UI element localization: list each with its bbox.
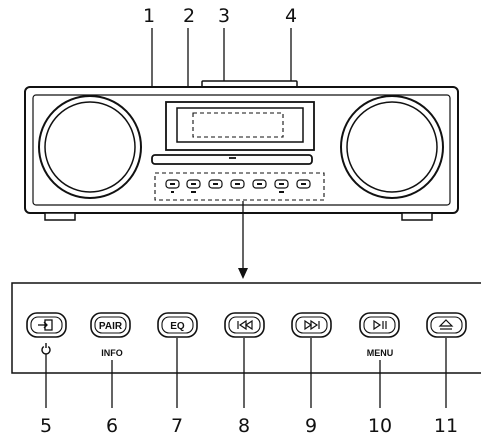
prev-button [224,312,265,338]
main-unit [24,80,459,221]
callout-1: 1 [143,5,155,27]
pair-button [90,312,131,338]
arrow-head [238,268,248,279]
speaker-right-outer [340,95,444,199]
play-pause-button [359,312,400,338]
eject-icon [438,319,454,330]
eq-button [157,312,198,338]
pair-label: PAIR [99,321,123,332]
callout-2: 2 [183,5,195,27]
menu-label: MENU [367,348,394,358]
callout-4: 4 [285,5,297,27]
callout-3: 3 [218,5,230,27]
callout-11: 11 [434,415,458,437]
cd-slot [151,154,313,165]
speaker-left-outer [38,95,142,199]
info-label: INFO [101,348,123,358]
source-input-icon [38,319,53,331]
callout-8: 8 [238,415,250,437]
display-window [176,107,304,143]
callout-10: 10 [368,415,392,437]
power-icon [41,343,51,355]
foot-right [401,212,433,221]
speaker-right-inner [346,101,438,193]
play-pause-icon [373,319,387,331]
detail-buttons [26,312,467,338]
bottom-leader-lines [45,338,447,408]
foot-left [44,212,76,221]
speaker-left-inner [44,101,136,193]
callout-9: 9 [305,415,317,437]
eject-button [426,312,467,338]
callout-6: 6 [106,415,118,437]
skip-forward-icon [304,319,320,331]
callout-5: 5 [40,415,52,437]
display-area [192,112,284,138]
display-bezel [165,101,315,151]
mini-control-panel [154,172,325,201]
detail-panel [11,282,481,374]
detail-arrow [238,201,248,279]
unit-body-inner [32,94,451,206]
next-button [291,312,332,338]
eq-label: EQ [170,321,185,332]
source-button [26,312,67,338]
callout-7: 7 [171,415,183,437]
skip-back-icon [237,319,253,331]
mini-button-marks [170,183,306,193]
